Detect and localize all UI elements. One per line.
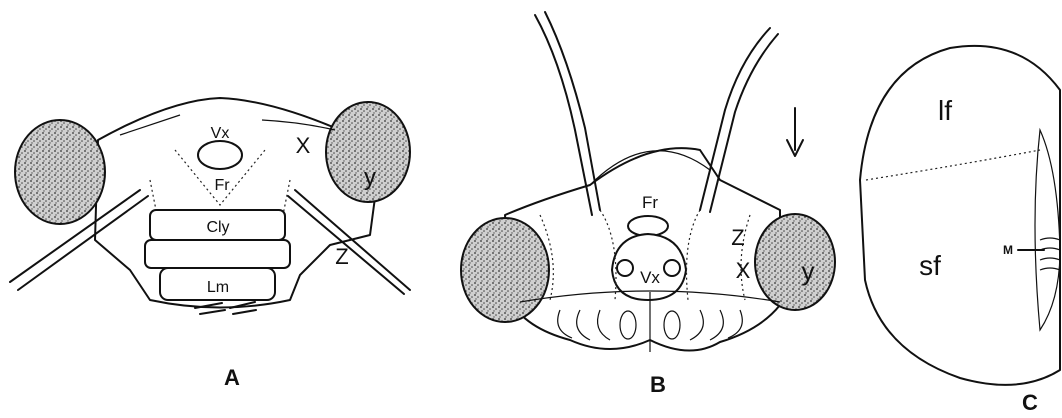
panel-c-label-lf: lf (938, 95, 952, 126)
panel-a-left-eye (15, 120, 105, 224)
panel-a-label-y: y (364, 164, 376, 191)
panel-a-label-lm: Lm (207, 279, 229, 296)
panel-a-label-vx: Vx (211, 125, 230, 142)
panel-b-right-eye (755, 214, 835, 310)
panel-a-label-x: X (296, 133, 311, 158)
panel-a-postclypeus (145, 240, 290, 268)
panel-a-label-fr: Fr (214, 177, 230, 194)
panel-b-label-fr: Fr (642, 193, 658, 212)
panel-b-left-eye (461, 218, 549, 322)
panel-c-label-m: M (1003, 243, 1013, 257)
panel-a: Vx Fr Cly Lm X y Z A (10, 98, 410, 390)
panel-c-caption: C (1022, 390, 1038, 415)
panel-a-label-cly: Cly (206, 219, 229, 236)
panel-b-label-z: Z (731, 225, 744, 250)
panel-b-label-x: X (736, 258, 751, 283)
panel-a-vertex (198, 141, 242, 169)
panel-a-label-z: Z (335, 244, 348, 269)
panel-b: Fr Vx Z X y B (461, 12, 835, 397)
panel-a-caption: A (224, 365, 240, 390)
panel-c-label-sf: sf (919, 250, 941, 281)
panel-c: lf sf M C (860, 46, 1060, 415)
panel-c-m-region (1035, 130, 1060, 330)
panel-b-arrow (787, 108, 803, 156)
panel-b-label-y: y (802, 256, 815, 286)
panel-b-antennae (535, 12, 778, 215)
panel-b-caption: B (650, 372, 666, 397)
panel-c-m-striations (1040, 238, 1060, 270)
panel-c-outline (860, 46, 1060, 385)
panel-b-label-vx: Vx (640, 268, 660, 287)
